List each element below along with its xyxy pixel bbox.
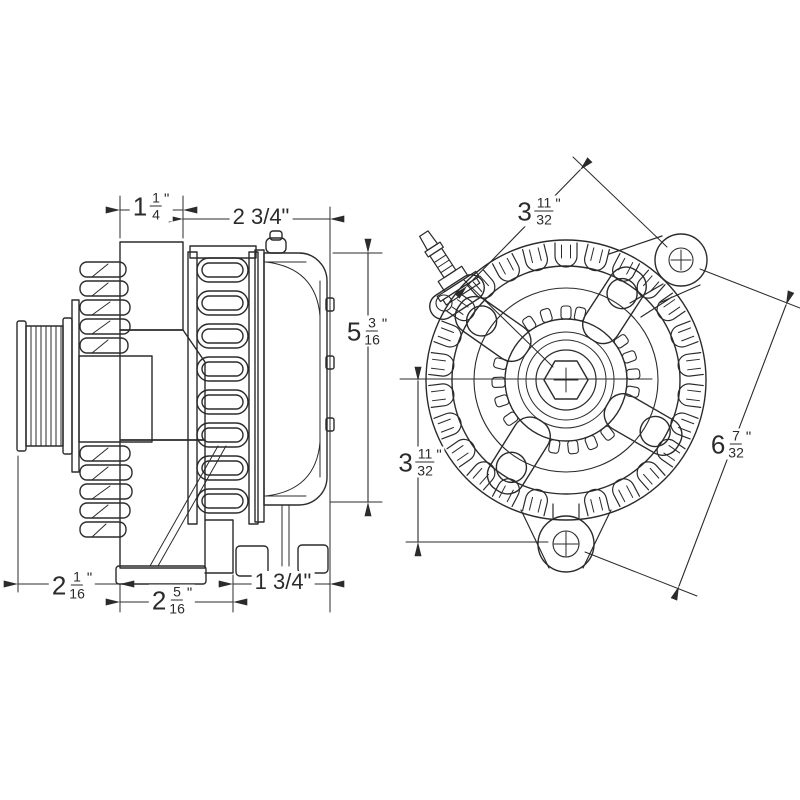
front-view-dimension-lines	[399, 156, 800, 601]
dim-label-pulley-offset: 2 1 16 "	[48, 568, 96, 602]
dim-fraction: 11 32	[415, 445, 435, 479]
alternator-side-view	[3, 195, 383, 613]
inch-mark: "	[436, 446, 442, 464]
alternator-front-view	[399, 156, 800, 601]
inch-mark: "	[381, 315, 388, 333]
mounting-bracket	[115, 241, 269, 585]
dim-fraction: 11 32	[534, 194, 554, 228]
dim-label-center-to-upper-hole: 3 11 32 "	[514, 194, 564, 228]
dim-fraction: 7 32	[728, 427, 744, 461]
dim-label-pulley-width: 1 1 4 "	[129, 189, 173, 223]
inch-mark: "	[86, 569, 93, 587]
front-housing	[78, 261, 153, 538]
inch-mark: "	[555, 195, 561, 213]
dim-fraction: 1 16	[69, 568, 85, 602]
dim-fraction: 1 4	[150, 189, 162, 223]
dim-label-mount-hole-span: 6 7 32 "	[707, 427, 755, 461]
dim-label-rear-depth: 1 3/4"	[251, 571, 315, 593]
inch-mark: "	[186, 584, 193, 602]
stator-windings	[187, 245, 259, 525]
dim-label-foot-length: 2 5 16 "	[148, 583, 196, 617]
lower-mounting-boss	[520, 503, 612, 573]
pulley	[16, 299, 80, 473]
dim-label-center-to-lower-hole: 3 11 32 "	[395, 445, 445, 479]
dim-fraction: 5 16	[169, 583, 185, 617]
dim-whole: 1	[132, 191, 148, 221]
shaft-hex-nut	[543, 360, 589, 400]
dim-label-case-height: 5 3 16 "	[343, 314, 391, 348]
rear-housing	[254, 230, 335, 574]
inch-mark: "	[745, 428, 752, 446]
dim-fraction: 3 16	[364, 314, 380, 348]
inch-mark: "	[163, 190, 170, 208]
dim-label-body-length: 2 3/4"	[229, 206, 293, 228]
